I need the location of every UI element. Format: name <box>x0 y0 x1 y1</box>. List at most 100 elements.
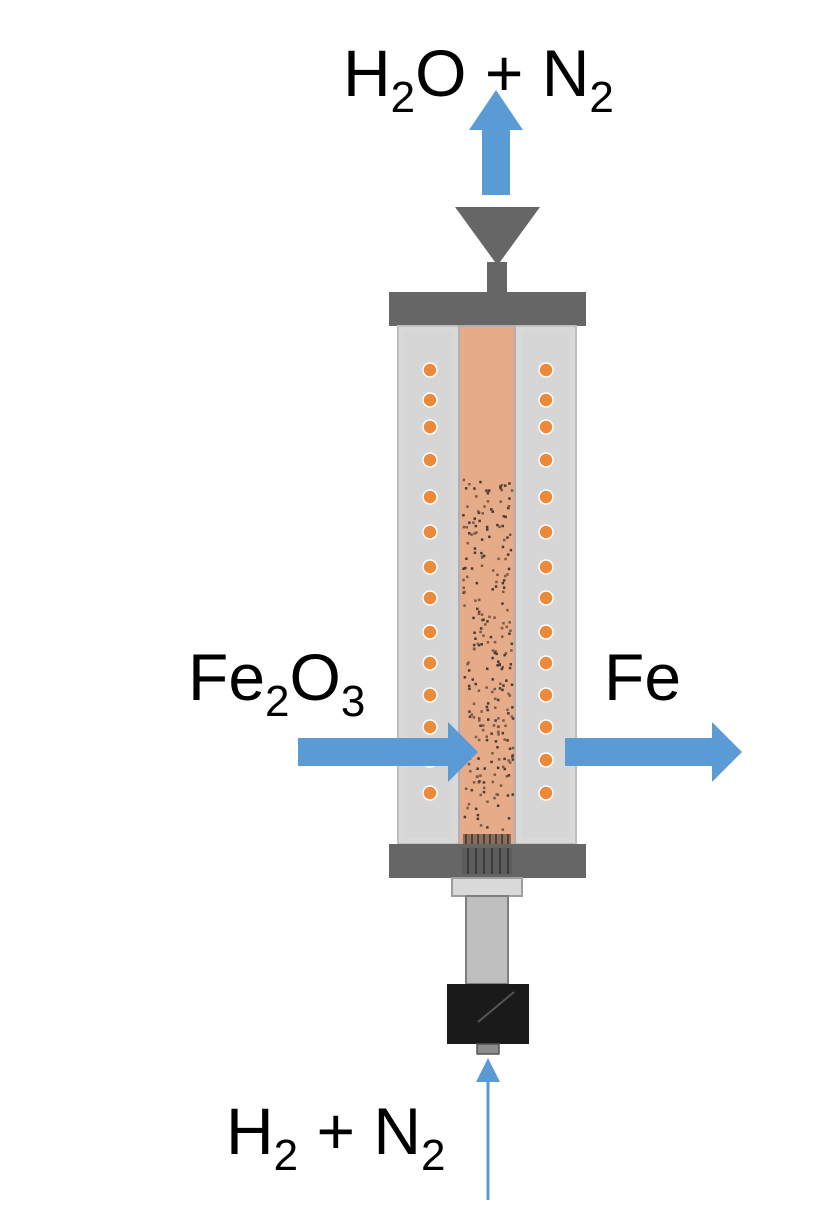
bed-particle <box>485 525 489 529</box>
bed-particle <box>479 793 482 797</box>
bed-particle <box>467 762 471 766</box>
bed-particle <box>480 710 483 713</box>
heater-dot <box>422 524 438 540</box>
bed-particle <box>491 588 494 591</box>
bed-particle <box>503 767 506 771</box>
bed-particle <box>490 732 493 735</box>
bed-particle <box>500 626 504 630</box>
bed-particle <box>499 682 502 685</box>
bed-particle <box>493 796 496 800</box>
bed-particle <box>502 684 505 687</box>
bed-particle <box>467 669 471 672</box>
bed-particle <box>486 667 489 670</box>
bed-particle <box>477 511 481 515</box>
bed-particle <box>489 635 493 639</box>
bed-particle <box>485 489 488 492</box>
bed-particle <box>485 738 489 742</box>
bed-particle <box>467 661 470 664</box>
bed-particle <box>495 652 498 656</box>
bed-particle <box>485 686 488 689</box>
bed-particle <box>492 724 496 727</box>
bed-particle <box>491 656 494 660</box>
bed-particle <box>487 489 491 492</box>
bed-particle <box>472 643 476 647</box>
bed-particle <box>490 508 493 511</box>
bed-particle <box>462 514 465 517</box>
bed-particle <box>474 807 478 811</box>
bed-particle <box>504 652 508 655</box>
bed-particle <box>475 775 479 778</box>
feed-arrow <box>298 722 478 782</box>
bed-particle <box>496 793 500 796</box>
bed-particle <box>478 519 481 523</box>
heater-dot <box>538 655 554 671</box>
solid-product-label: Fe <box>604 640 682 714</box>
bed-particle <box>491 510 494 513</box>
bed-particle <box>503 538 506 542</box>
bed-particle <box>502 590 505 594</box>
bed-particle <box>511 758 515 761</box>
bed-particle <box>496 746 499 749</box>
bed-particle <box>473 631 476 634</box>
bed-particle <box>477 738 481 742</box>
bed-particle <box>505 775 509 778</box>
bed-particle <box>468 483 471 486</box>
top-flange <box>389 292 586 326</box>
heater-dot <box>422 719 438 735</box>
bed-particle <box>493 640 497 644</box>
bed-particle <box>507 505 511 508</box>
inlet-pipe <box>465 895 509 985</box>
bed-particle <box>501 602 504 605</box>
bed-particle <box>494 585 498 588</box>
bed-particle <box>508 482 511 485</box>
bed-particle <box>482 618 485 621</box>
bed-particle <box>480 613 484 616</box>
bed-particle <box>475 531 478 534</box>
bed-particle <box>472 521 475 524</box>
bed-particle <box>464 487 468 490</box>
bottom-flange-detail <box>462 848 512 874</box>
bed-particle <box>486 800 489 803</box>
bed-particle <box>482 786 486 790</box>
inlet-arrow-head <box>476 1058 500 1082</box>
bed-particle <box>507 692 510 696</box>
bed-particle <box>500 483 504 487</box>
bed-particle <box>486 708 489 712</box>
bed-particle <box>502 586 506 589</box>
bed-particle <box>497 758 501 761</box>
bed-particle <box>508 621 511 624</box>
bed-particle <box>494 719 497 722</box>
bed-particle <box>491 752 494 755</box>
bed-particle <box>462 478 466 482</box>
bed-particle <box>510 489 514 492</box>
bed-particle <box>509 548 513 552</box>
bed-particle <box>481 728 485 732</box>
bed-particle <box>466 505 469 508</box>
bed-particle <box>509 629 512 632</box>
bed-particle <box>466 662 469 666</box>
bed-particle <box>494 697 497 700</box>
bed-particle <box>486 620 489 623</box>
bed-particle <box>477 510 480 513</box>
heater-dot <box>422 624 438 640</box>
bed-particle <box>506 553 510 556</box>
bed-particle <box>474 735 478 739</box>
bed-particle <box>463 815 467 819</box>
bed-particle <box>494 650 497 653</box>
bed-particle <box>481 512 484 515</box>
bed-particle <box>501 688 504 692</box>
bed-particle <box>503 738 506 741</box>
bed-particle <box>472 702 476 705</box>
bed-particle <box>497 660 500 663</box>
bed-particle <box>500 667 504 671</box>
bed-particle <box>506 536 509 539</box>
bed-particle <box>474 682 477 686</box>
bed-particle <box>474 637 477 640</box>
bed-particle <box>508 694 512 697</box>
bed-particle <box>499 500 502 503</box>
bed-particle <box>507 759 510 762</box>
bed-particle <box>493 687 496 691</box>
bed-particle <box>510 683 514 686</box>
bed-particle <box>470 567 474 570</box>
